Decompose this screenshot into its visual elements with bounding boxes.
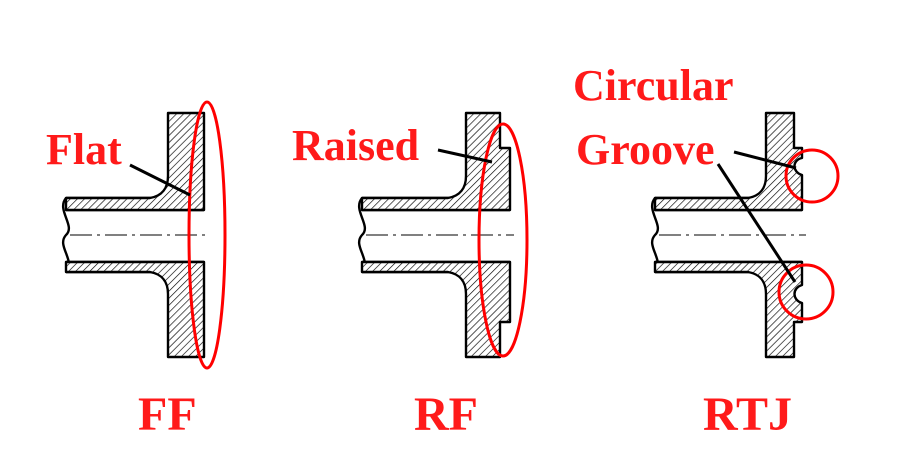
rtj-upper-groove-highlight	[784, 148, 840, 204]
rf-flange-group: Raised RF	[292, 111, 529, 441]
ff-flange-group: Flat FF	[46, 100, 227, 441]
rf-flange-lower	[360, 260, 512, 359]
rtj-leader-upper	[733, 150, 797, 170]
ff-face-label: Flat	[46, 125, 122, 174]
rtj-flange-lower	[653, 260, 804, 359]
rtj-flange-upper	[653, 111, 804, 212]
ff-face-highlight	[187, 100, 227, 370]
rf-code-label: RF	[414, 388, 478, 441]
rtj-lower-groove-highlight	[777, 263, 835, 321]
ff-code-label: FF	[138, 388, 197, 441]
rtj-leader-lower	[716, 163, 797, 283]
rtj-face-label-line1: Circular	[573, 61, 734, 110]
rtj-code-label: RTJ	[703, 388, 792, 441]
rf-face-label: Raised	[292, 121, 419, 170]
rtj-flange-group: Circular Groove RTJ	[573, 61, 840, 441]
rf-face-highlight	[477, 122, 529, 358]
ff-flange-lower	[64, 260, 206, 359]
ff-leader-line	[129, 163, 191, 197]
rtj-face-label-line2: Groove	[576, 125, 715, 174]
rf-leader-line	[437, 148, 493, 164]
rf-flange-upper	[360, 111, 512, 212]
